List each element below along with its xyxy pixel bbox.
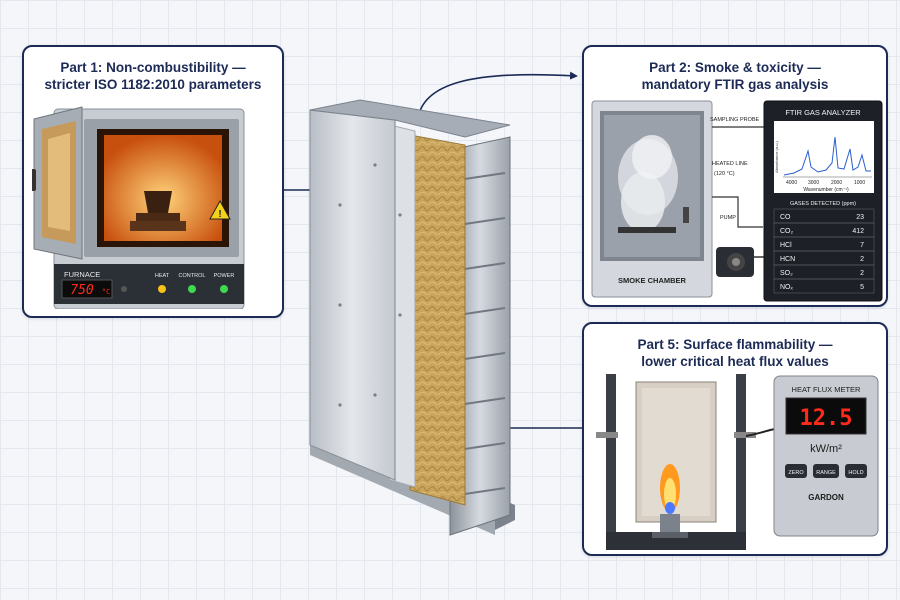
gas-name: NOₓ — [780, 284, 794, 291]
gas-name: CO — [780, 214, 791, 221]
x-tick-4000: 4000 — [786, 180, 797, 186]
flux-unit: kW/m² — [810, 443, 842, 455]
meter-brand: GARDON — [808, 493, 844, 502]
door-handle[interactable] — [32, 169, 36, 191]
surface-flammability-setup: HEAT FLUX METER 12.5 kW/m² ZERO RANGE HO… — [596, 374, 879, 550]
spectrum-x-label: Wavenumber (cm⁻¹) — [803, 187, 849, 193]
analyzer-title: FTIR GAS ANALYZER — [785, 108, 861, 117]
hold-button[interactable] — [845, 464, 867, 478]
svg-text:!: ! — [218, 209, 221, 220]
part1-panel: Part 1: Non-combustibility — stricter IS… — [22, 45, 284, 318]
sampling-probe-label: SAMPLING PROBE — [710, 117, 760, 123]
gas-value: 7 — [860, 242, 864, 249]
part5-title: Part 5: Surface flammability — lower cri… — [637, 337, 833, 369]
gas-name: CO₂ — [780, 228, 794, 235]
meter-title: HEAT FLUX METER — [792, 385, 861, 394]
range-button[interactable] — [813, 464, 839, 478]
part2-title: Part 2: Smoke & toxicity — mandatory FTI… — [641, 60, 829, 92]
flux-display — [785, 397, 867, 435]
flux-value: 12.5 — [800, 406, 853, 431]
arrow-part2-to-panel — [413, 71, 578, 125]
gas-name: SO₂ — [780, 270, 793, 277]
heated-line-temp: (120 °C) — [714, 171, 735, 177]
zero-button[interactable] — [785, 464, 807, 478]
frame-ribs — [457, 172, 506, 496]
range-label: RANGE — [816, 470, 836, 476]
gas-value: 2 — [860, 256, 864, 263]
control-indicator[interactable] — [188, 285, 196, 293]
x-tick-1000: 1000 — [854, 180, 865, 186]
gas-name: HCN — [780, 256, 795, 263]
crucible — [144, 191, 172, 213]
spectrum-y-label: Absorbance (a.u.) — [774, 140, 779, 172]
smoke-chamber-label: SMOKE CHAMBER — [618, 276, 687, 285]
temperature-display — [61, 279, 113, 299]
smoke-toxicity-setup: SMOKE CHAMBER SAMPLING PROBE HEATED LINE… — [591, 100, 883, 302]
power-label: POWER — [214, 273, 235, 279]
gas-value: 5 — [860, 284, 864, 291]
control-label: CONTROL — [179, 273, 206, 279]
spectrum-trace — [783, 136, 871, 176]
x-tick-3000: 3000 — [808, 180, 819, 186]
part5-panel: Part 5: Surface flammability — lower cri… — [582, 322, 888, 556]
gas-name: HCl — [780, 242, 792, 249]
pump-label: PUMP — [720, 215, 736, 221]
temperature-value: 750 — [70, 283, 94, 298]
gas-value: 23 — [856, 214, 864, 221]
muffle-furnace: ! FURNACE 750 °C HEAT CONTROL POWER — [32, 106, 245, 309]
furnace-label: FURNACE — [64, 270, 100, 279]
gas-row — [773, 278, 875, 294]
heated-line-label: HEATED LINE — [712, 161, 748, 167]
x-tick-2000: 2000 — [831, 180, 842, 186]
temperature-unit: °C — [102, 288, 110, 296]
burner — [660, 514, 680, 536]
gas-value: 2 — [860, 270, 864, 277]
zero-label: ZERO — [788, 470, 804, 476]
hold-label: HOLD — [848, 470, 863, 476]
sandwich-wall-panel — [309, 99, 515, 536]
gases-title: GASES DETECTED (ppm) — [790, 201, 856, 207]
gas-value: 412 — [852, 228, 864, 235]
pump-icon — [716, 247, 754, 277]
part2-panel: Part 2: Smoke & toxicity — mandatory FTI… — [582, 45, 888, 307]
power-indicator[interactable] — [220, 285, 228, 293]
hazard-warning-icon — [209, 199, 231, 220]
heat-label: HEAT — [155, 273, 170, 279]
spectrum-screen — [774, 121, 874, 193]
heat-indicator[interactable] — [158, 285, 166, 293]
burner-flame-icon — [660, 464, 680, 514]
part1-title: Part 1: Non-combustibility — stricter IS… — [44, 60, 262, 92]
